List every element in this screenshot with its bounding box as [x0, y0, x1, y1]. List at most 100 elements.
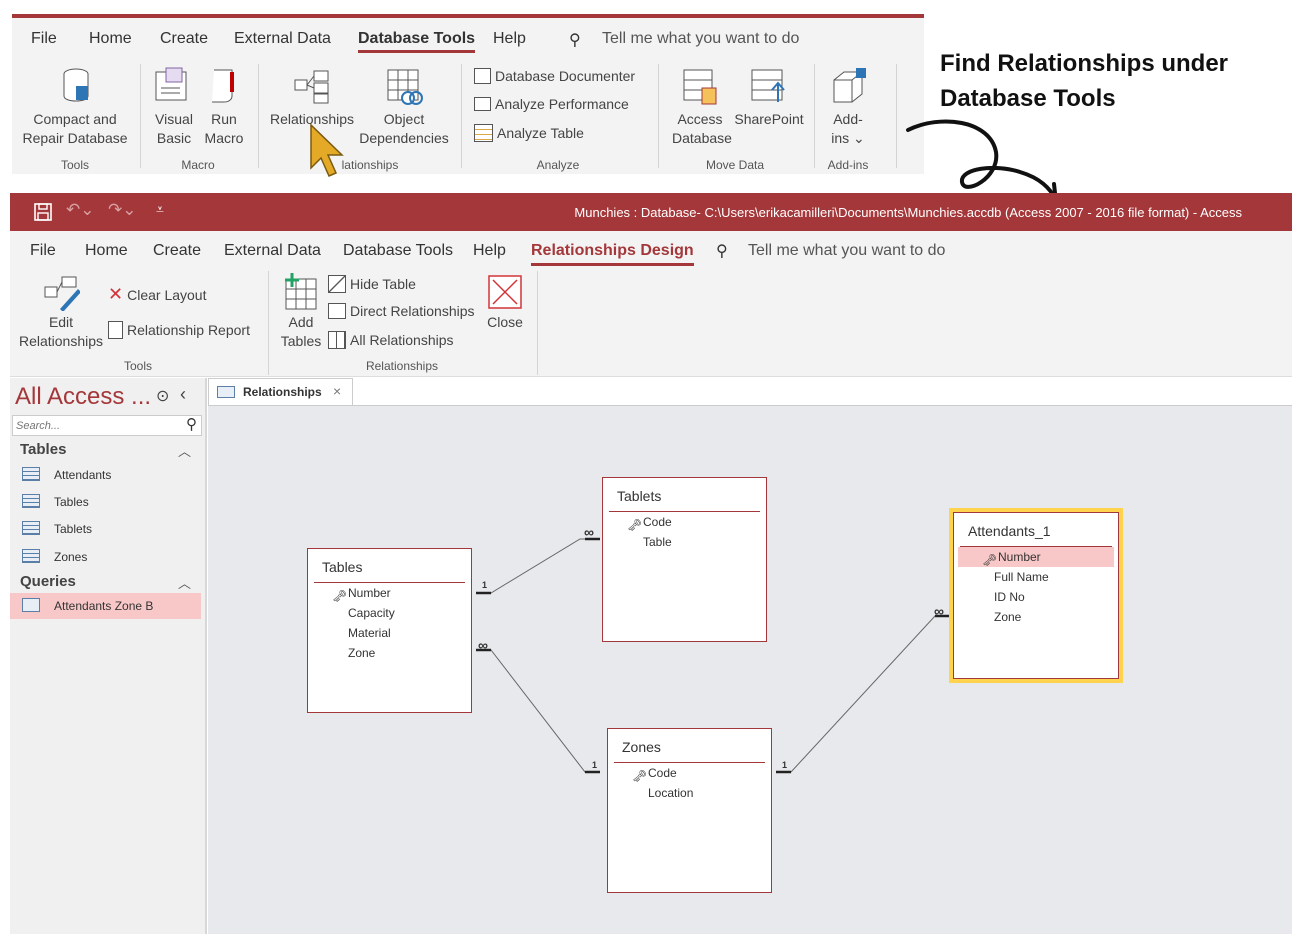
performance-icon: [474, 97, 491, 111]
database-tools-ribbon: File Home Create External Data Database …: [12, 14, 924, 174]
chevron-up-icon[interactable]: ︿: [178, 444, 192, 459]
run-macro-icon: [212, 69, 234, 103]
chevron-up-icon[interactable]: ︿: [178, 576, 192, 591]
tell-me-search[interactable]: Tell me what you want to do: [602, 30, 800, 47]
mouse-pointer-icon: [310, 123, 344, 177]
field-row-selected[interactable]: 🗝Number: [958, 547, 1114, 567]
field-row[interactable]: ID No: [994, 590, 1025, 604]
collapse-pane-icon[interactable]: ‹: [180, 384, 186, 404]
group-relationships-label: lationships: [341, 158, 399, 172]
nav-search-box: ⚲: [12, 415, 202, 436]
undo-icon[interactable]: ↶⌄: [66, 200, 95, 219]
table-box-tablets[interactable]: Tablets 🗝Code Table: [602, 477, 767, 642]
tell-me-search[interactable]: Tell me what you want to do: [748, 242, 946, 259]
title-bar: ↶⌄ ↷⌄ ⩡ Munchies : Database- C:\Users\er…: [10, 193, 1292, 231]
close-button[interactable]: Close: [487, 314, 523, 330]
group-macro-label: Macro: [181, 158, 215, 172]
analyze-table-button[interactable]: Analyze Table: [474, 124, 584, 142]
tab-relationships-document[interactable]: Relationships ×: [208, 378, 353, 406]
table-icon: [22, 494, 40, 508]
tab-external-data[interactable]: External Data: [224, 242, 321, 259]
nav-pane-title[interactable]: All Access ...: [15, 383, 152, 410]
tab-home[interactable]: Home: [85, 242, 128, 259]
customize-toolbar-icon[interactable]: ⩡: [156, 201, 164, 217]
nav-item-attendants-zone-b[interactable]: Attendants Zone B: [10, 593, 201, 619]
relationships-design-ribbon: File Home Create External Data Database …: [10, 231, 1292, 377]
tables-group-header[interactable]: Tables: [20, 441, 67, 458]
direct-relationships-button[interactable]: Direct Relationships: [328, 303, 475, 319]
nav-item-attendants[interactable]: Attendants: [10, 462, 201, 488]
field-row[interactable]: Table: [643, 535, 672, 549]
all-relationships-button[interactable]: All Relationships: [328, 331, 454, 349]
table-title: Attendants_1: [968, 523, 1051, 539]
field-row[interactable]: Zone: [994, 610, 1022, 624]
table-box-tables[interactable]: Tables 🗝Number Capacity Material Zone: [307, 548, 472, 713]
field-row[interactable]: 🗝Code: [603, 512, 766, 532]
access-database-icon: [683, 69, 717, 105]
table-title: Zones: [622, 739, 661, 755]
hide-table-button[interactable]: Hide Table: [328, 275, 416, 293]
field-row[interactable]: 🗝Code: [608, 763, 771, 783]
group-tools-label: Tools: [123, 359, 152, 373]
table-icon: [22, 521, 40, 535]
relationships-canvas[interactable]: 1 ∞ ∞ 1 1 ∞ Tables 🗝Number Capacity Mate…: [208, 405, 1292, 934]
visual-basic-icon: [155, 67, 187, 101]
primary-key-icon: 🗝: [982, 553, 998, 567]
field-row[interactable]: Capacity: [348, 606, 395, 620]
tab-database-tools[interactable]: Database Tools: [343, 242, 453, 259]
clear-layout-button[interactable]: ✕ Clear Layout: [108, 284, 207, 304]
table-box-zones[interactable]: Zones 🗝Code Location: [607, 728, 772, 893]
edit-relationships-icon: [44, 276, 80, 311]
many-marker: ∞: [934, 603, 944, 619]
table-title: Tables: [322, 559, 363, 575]
redo-icon[interactable]: ↷⌄: [108, 200, 137, 219]
tab-create[interactable]: Create: [160, 30, 209, 47]
window-title: Munchies : Database- C:\Users\erikacamil…: [574, 205, 1242, 220]
field-row[interactable]: Material: [348, 626, 391, 640]
nav-item-tables[interactable]: Tables: [10, 489, 201, 515]
analyze-performance-button[interactable]: Analyze Performance: [474, 96, 629, 112]
tab-file[interactable]: File: [30, 242, 56, 259]
field-row[interactable]: 🗝Number: [308, 583, 471, 603]
primary-key-icon: 🗝: [332, 589, 348, 603]
compact-repair-icon: [63, 68, 89, 102]
field-row[interactable]: Zone: [348, 646, 376, 660]
hide-table-icon: [328, 275, 346, 293]
group-relationships-label: Relationships: [365, 359, 439, 373]
field-row[interactable]: Full Name: [994, 570, 1049, 584]
tab-relationships-design[interactable]: Relationships Design: [531, 242, 694, 266]
tab-home[interactable]: Home: [89, 30, 132, 47]
tab-help[interactable]: Help: [473, 242, 506, 259]
tab-help[interactable]: Help: [493, 30, 526, 47]
close-tab-icon[interactable]: ×: [333, 383, 342, 399]
tab-database-tools[interactable]: Database Tools: [358, 30, 476, 53]
save-icon[interactable]: [34, 203, 52, 221]
search-icon: ⚲: [569, 32, 581, 49]
tab-file[interactable]: File: [31, 30, 57, 47]
sharepoint-icon: [751, 69, 785, 102]
group-tools-label: Tools: [60, 158, 89, 172]
sharepoint-button[interactable]: SharePoint: [734, 111, 804, 127]
nav-item-tablets[interactable]: Tablets: [10, 516, 201, 542]
field-row[interactable]: Location: [648, 786, 694, 800]
tab-create[interactable]: Create: [153, 242, 202, 259]
primary-key-icon: 🗝: [632, 769, 648, 783]
search-icon[interactable]: ⚲: [186, 416, 197, 433]
table-box-attendants-1[interactable]: Attendants_1 🗝Number Full Name ID No Zon…: [953, 512, 1119, 679]
add-ins-button[interactable]: Add-ins ⌄: [831, 111, 865, 146]
tab-external-data[interactable]: External Data: [234, 30, 331, 47]
nav-item-zones[interactable]: Zones: [10, 544, 201, 570]
nav-search-input[interactable]: [13, 417, 173, 435]
relationships-button[interactable]: Relationships: [269, 111, 355, 127]
relationship-report-button[interactable]: Relationship Report: [108, 321, 250, 339]
nav-menu-icon[interactable]: ⊙: [156, 388, 170, 405]
database-documenter-button[interactable]: Database Documenter: [474, 68, 635, 84]
queries-group-header[interactable]: Queries: [20, 573, 76, 590]
